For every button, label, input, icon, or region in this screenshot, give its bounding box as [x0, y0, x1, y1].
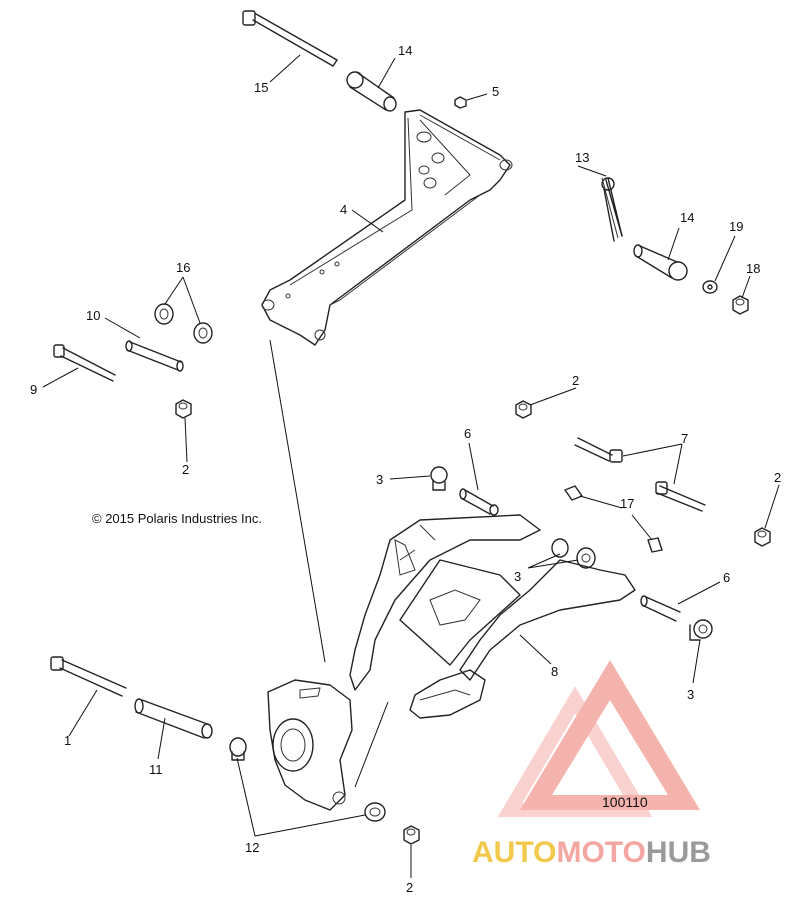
watermark-brand-auto: AUTO	[472, 836, 556, 869]
callout-2-bottom: 2	[406, 880, 413, 895]
part-4-upper-arm	[261, 109, 513, 346]
callout-19: 19	[729, 219, 743, 234]
part-19-washer	[702, 280, 718, 294]
callout-12: 12	[245, 840, 259, 855]
callout-2-left: 2	[182, 462, 189, 477]
callout-2-right: 2	[774, 470, 781, 485]
part-6-sleeve-right	[640, 595, 681, 622]
callout-13: 13	[575, 150, 589, 165]
part-3-bushing-top	[430, 466, 448, 491]
part-2-nut-right	[754, 527, 771, 547]
callout-labels: 15 14 5 13 4 14 19 18 16 10 9 2 2 6 7 3 …	[30, 43, 781, 895]
callout-14-right: 14	[680, 210, 694, 225]
rear-knuckle	[267, 679, 353, 811]
part-2-nut-left	[175, 399, 192, 419]
callout-2-center: 2	[572, 373, 579, 388]
watermark-brand-moto: MOTO	[556, 836, 645, 869]
callout-18: 18	[746, 261, 760, 276]
callout-1: 1	[64, 733, 71, 748]
part-12-bushings	[229, 737, 386, 822]
part-1-bolt	[50, 656, 127, 697]
callout-3-top: 3	[376, 472, 383, 487]
part-2-nut-center	[515, 400, 532, 419]
watermark-logo	[497, 660, 700, 817]
watermark-brand: AUTOMOTOHUB	[472, 836, 711, 869]
part-11-sleeve	[134, 698, 213, 739]
callout-11: 11	[149, 762, 163, 777]
part-6-sleeve-top	[459, 488, 499, 516]
part-15-bolt	[242, 10, 338, 67]
copyright-notice: © 2015 Polaris Industries Inc.	[92, 511, 262, 526]
callout-5: 5	[492, 84, 499, 99]
part-8-trailing-arm	[349, 514, 636, 719]
part-14-bushing-upper	[346, 71, 397, 112]
diagram-number: 100110	[602, 794, 648, 810]
part-14-bushing-right	[633, 244, 688, 281]
part-3-bushing-right	[689, 619, 713, 641]
callout-7: 7	[681, 431, 688, 446]
part-16-bushings	[154, 303, 213, 344]
part-3-bushings-middle	[551, 538, 596, 569]
part-5-nut	[454, 96, 467, 109]
part-13-shaft	[601, 177, 623, 242]
callout-3-right: 3	[687, 687, 694, 702]
part-9-bolt	[53, 344, 116, 382]
callout-14-upper: 14	[398, 43, 412, 58]
watermark-brand-hub: HUB	[646, 836, 711, 869]
callout-4: 4	[340, 202, 347, 217]
callout-8: 8	[551, 664, 558, 679]
callout-6-right: 6	[723, 570, 730, 585]
callout-3-middle: 3	[514, 569, 521, 584]
callout-16: 16	[176, 260, 190, 275]
callout-15: 15	[254, 80, 268, 95]
callout-6-top: 6	[464, 426, 471, 441]
callout-17: 17	[620, 496, 634, 511]
part-7-bolts	[574, 437, 706, 512]
part-2-nut-bottom	[403, 825, 420, 845]
part-17-clips	[564, 485, 663, 553]
leader-lines	[42, 54, 780, 878]
callout-10: 10	[86, 308, 100, 323]
part-18-nut	[732, 295, 749, 315]
part-10-sleeve	[125, 340, 184, 372]
callout-9: 9	[30, 382, 37, 397]
